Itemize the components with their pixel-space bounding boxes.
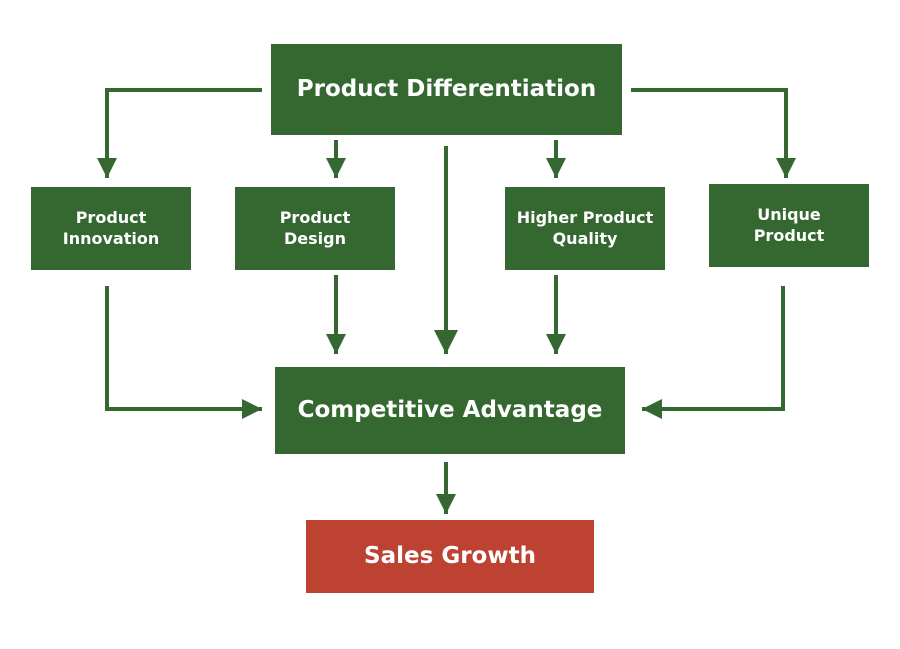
sales-growth-label: Sales Growth [364, 542, 536, 569]
product-differentiation-box: Product Differentiation [271, 44, 622, 135]
competitive-advantage-label: Competitive Advantage [297, 396, 603, 423]
product-design-label: Product Design [279, 207, 351, 248]
product-innovation-label: Product Innovation [62, 207, 160, 248]
sales-growth-box: Sales Growth [306, 520, 594, 593]
product-innovation-box: Product Innovation [31, 187, 191, 270]
arrow-unique-to-advantage [642, 286, 785, 419]
unique-product-box: Unique Product [709, 184, 869, 267]
competitive-advantage-box: Competitive Advantage [275, 367, 625, 454]
arrow-innovation-to-advantage [105, 286, 262, 419]
arrow-top-to-innovation [97, 88, 262, 178]
higher-product-quality-label: Higher Product Quality [516, 207, 654, 248]
higher-product-quality-box: Higher Product Quality [505, 187, 665, 270]
product-design-box: Product Design [235, 187, 395, 270]
product-differentiation-label: Product Differentiation [296, 75, 597, 102]
arrow-top-to-unique [631, 88, 796, 178]
unique-product-label: Unique Product [753, 204, 825, 245]
